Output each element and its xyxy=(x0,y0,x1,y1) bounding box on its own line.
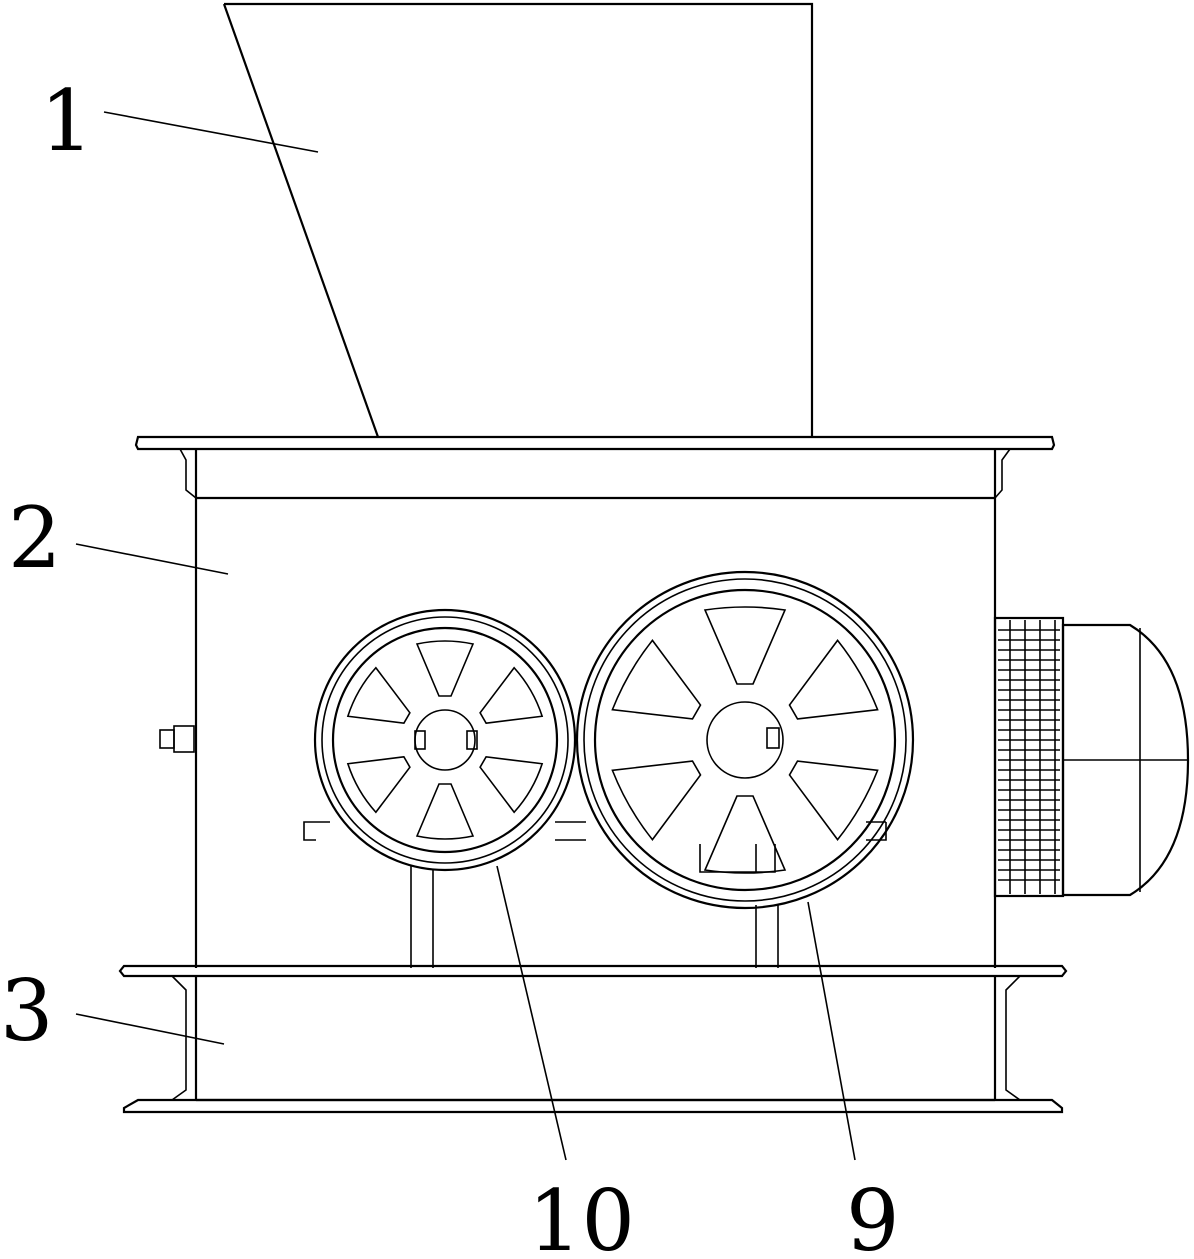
large-wheel-hub xyxy=(706,701,784,779)
small-wheel-spoke-windows xyxy=(346,640,544,840)
spoke-window xyxy=(346,755,411,814)
small-wheel-hub xyxy=(414,709,476,771)
spoke-window xyxy=(415,783,475,840)
spoke-window xyxy=(415,640,475,697)
label-small-wheel: 10 xyxy=(528,1172,635,1259)
spoke-window xyxy=(703,795,787,874)
motor-cooling-fins xyxy=(998,620,1060,894)
spoke-window xyxy=(788,639,879,720)
top-flange xyxy=(134,435,1056,500)
label-large-wheel: 9 xyxy=(846,1172,899,1259)
hopper xyxy=(222,2,814,438)
spoke-window xyxy=(788,760,879,841)
label-hopper: 1 xyxy=(40,72,93,170)
motor xyxy=(993,616,1190,898)
spoke-window xyxy=(479,666,544,725)
label-base: 3 xyxy=(0,962,53,1060)
large-wheel xyxy=(575,570,915,910)
spoke-window xyxy=(346,666,411,725)
large-wheel-spoke-windows xyxy=(611,606,879,874)
spoke-window xyxy=(703,606,787,685)
label-housing: 2 xyxy=(8,489,61,587)
wheel-support-frame xyxy=(303,821,887,968)
small-wheel xyxy=(313,608,577,872)
leader-lines xyxy=(75,111,856,1161)
spoke-window xyxy=(479,755,544,814)
spoke-window xyxy=(611,639,702,720)
base xyxy=(118,964,1068,1114)
spoke-window xyxy=(611,760,702,841)
